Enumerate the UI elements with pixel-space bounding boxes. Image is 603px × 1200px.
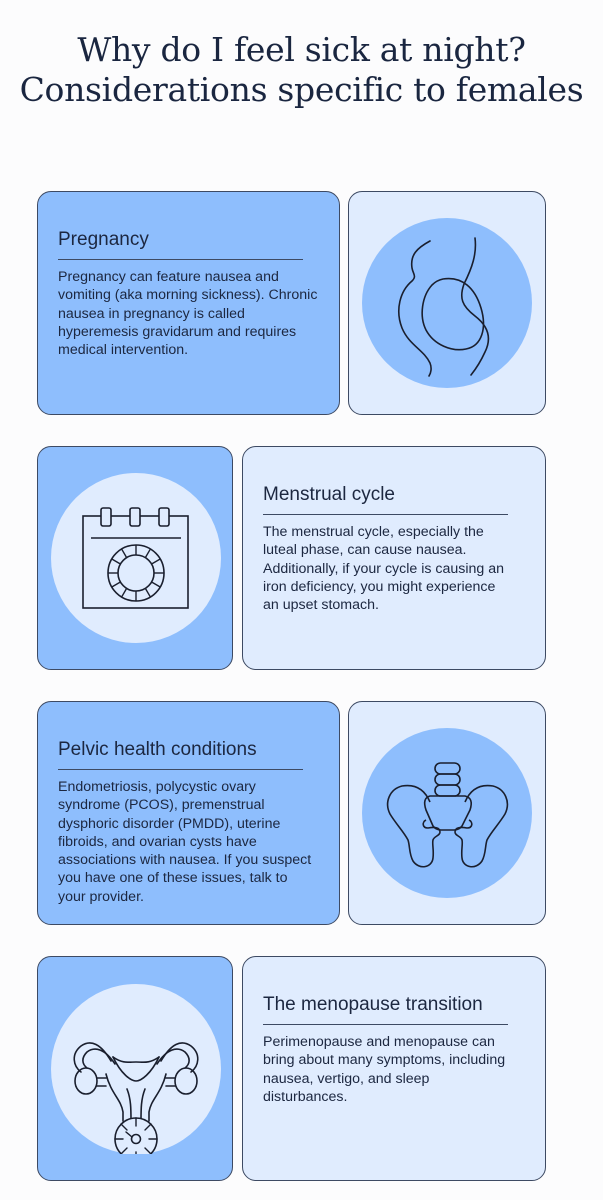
menstrual-icon-card [37, 446, 233, 670]
pelvis-icon [362, 728, 532, 898]
menopause-icon-card [37, 956, 233, 1181]
calendar-cycle-icon [51, 473, 221, 643]
menopause-text-card: The menopause transition Perimenopause a… [242, 956, 546, 1181]
section-body: The menstrual cycle, especially the lute… [263, 524, 505, 614]
section-heading: Menstrual cycle [263, 483, 508, 515]
uterus-icon [51, 984, 221, 1154]
pregnancy-text-card: Pregnancy Pregnancy can feature nausea a… [37, 191, 340, 415]
section-body: Perimenopause and menopause can bring ab… [263, 1034, 506, 1105]
section-heading: Pregnancy [58, 228, 303, 260]
page-title: Why do I feel sick at night? Considerati… [19, 30, 584, 109]
pelvic-text-card: Pelvic health conditions Endometriosis, … [37, 701, 340, 925]
section-heading: Pelvic health conditions [58, 738, 303, 770]
section-body: Endometriosis, polycystic ovary syndrome… [58, 779, 312, 905]
menstrual-text-card: Menstrual cycle The menstrual cycle, esp… [242, 446, 546, 670]
section-heading: The menopause transition [263, 993, 508, 1025]
pregnancy-icon-card [348, 191, 546, 415]
section-body: Pregnancy can feature nausea and vomitin… [58, 269, 318, 359]
pelvic-icon-card [348, 701, 546, 925]
pregnancy-silhouette-icon [362, 218, 532, 388]
